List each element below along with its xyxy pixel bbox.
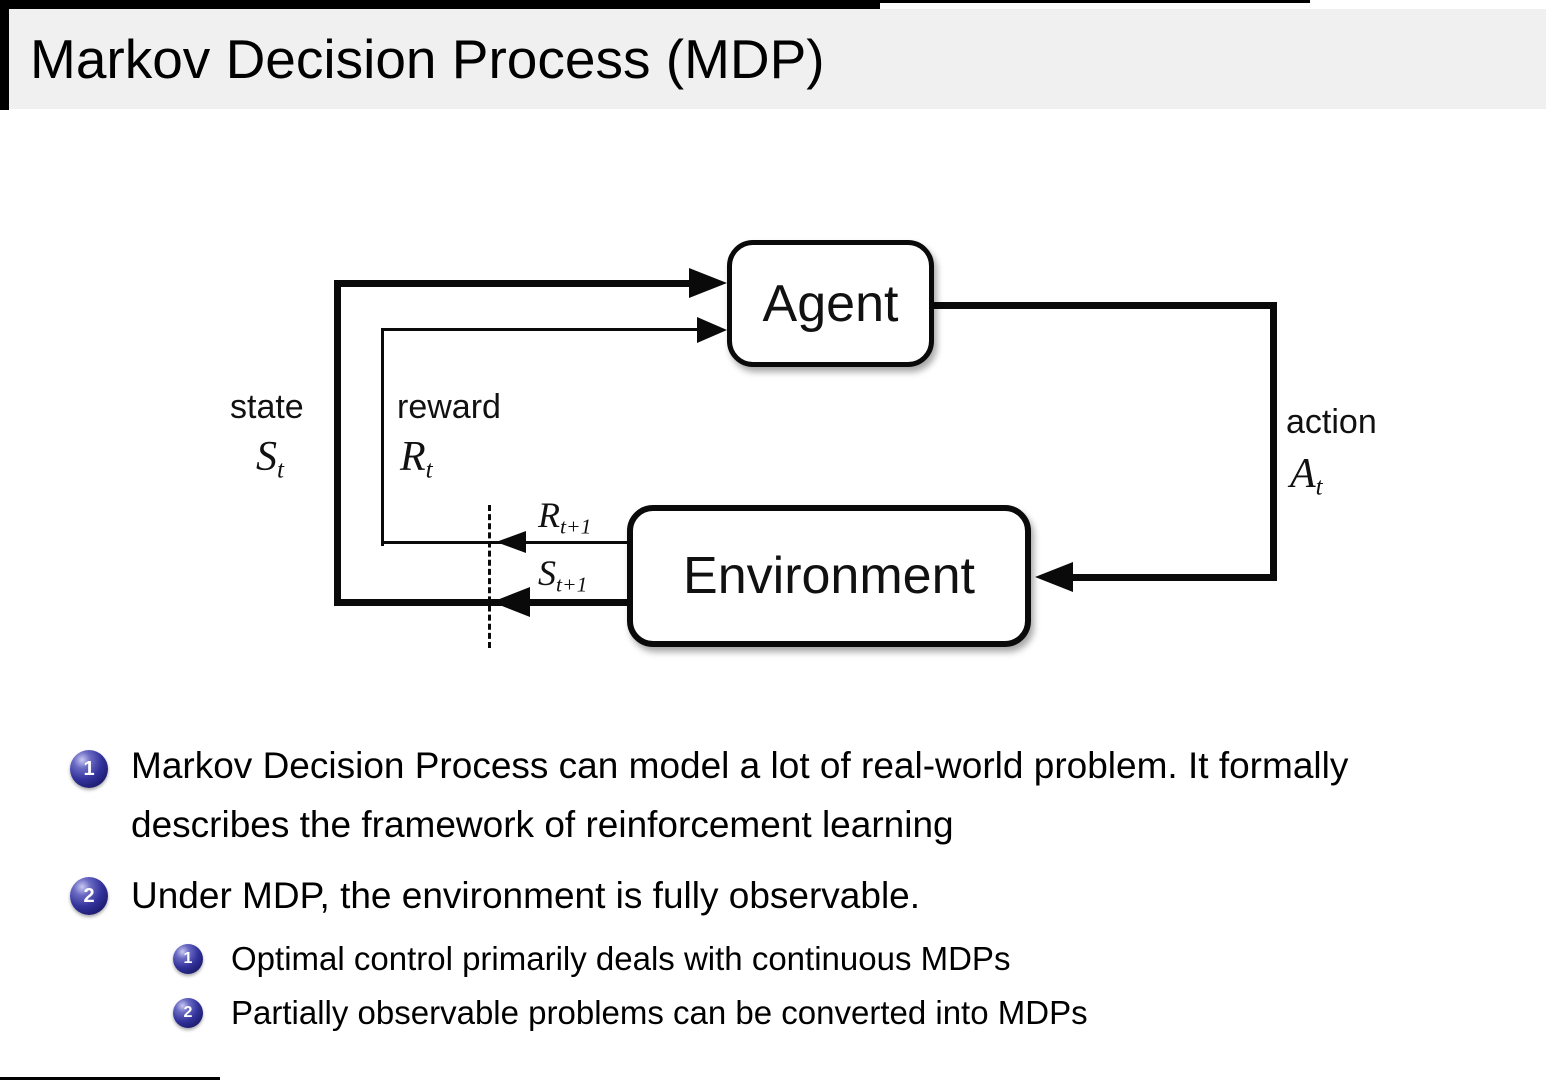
action-line-vertical <box>1270 302 1277 581</box>
bullet-1-ball: 1 <box>70 750 108 788</box>
environment-label: Environment <box>683 547 975 605</box>
state-line-bottom <box>334 599 627 606</box>
action-arrowhead-into-environment-icon <box>1035 562 1073 592</box>
bottom-left-border <box>0 1077 220 1080</box>
left-border <box>0 0 9 110</box>
next-reward-arrowhead-icon <box>496 531 526 553</box>
title-band: Markov Decision Process (MDP) <box>9 9 1546 109</box>
slide-title: Markov Decision Process (MDP) <box>30 28 825 90</box>
reward-symbol-letter: R <box>400 434 426 480</box>
next-reward-symbol-subscript: t+1 <box>560 514 592 539</box>
reward-symbol-subscript: t <box>425 456 433 484</box>
sub-bullet-1-text: Optimal control primarily deals with con… <box>231 940 1011 977</box>
sub-bullet-2-number: 2 <box>183 1004 193 1021</box>
bullet-2-text: Under MDP, the environment is fully obse… <box>131 875 921 916</box>
action-line-bottom <box>1063 574 1277 581</box>
action-label: action <box>1286 403 1377 441</box>
next-reward-symbol: Rt+1 <box>538 494 591 539</box>
action-symbol: At <box>1290 450 1323 502</box>
state-label: state <box>230 388 304 426</box>
timestep-divider-dashed-line <box>488 505 491 648</box>
state-line-vertical <box>334 280 341 606</box>
sub-bullet-2-ball: 2 <box>173 998 203 1028</box>
sub-bullet-1-number: 1 <box>183 950 193 967</box>
reward-symbol: Rt <box>400 433 433 485</box>
bullet-1-number: 1 <box>83 757 95 780</box>
bullet-2-ball: 2 <box>70 877 108 915</box>
state-arrowhead-into-agent-icon <box>689 268 727 298</box>
action-symbol-letter: A <box>1290 451 1316 497</box>
next-state-symbol: St+1 <box>538 552 587 597</box>
sub-bullet-1-ball: 1 <box>173 944 203 974</box>
reward-label: reward <box>397 388 501 426</box>
environment-box: Environment <box>627 505 1031 647</box>
sub-bullet-2-text: Partially observable problems can be con… <box>231 994 1088 1031</box>
state-symbol-subscript: t <box>277 456 284 484</box>
bullet-1-text: Markov Decision Process can model a lot … <box>131 745 1349 845</box>
state-line-top <box>334 280 692 287</box>
reward-line-vertical <box>381 328 384 546</box>
reward-line-top <box>381 328 701 331</box>
top-border-thin <box>880 0 1310 3</box>
action-line-top <box>933 302 1277 309</box>
next-state-symbol-letter: S <box>538 553 556 593</box>
next-state-symbol-subscript: t+1 <box>556 572 588 597</box>
next-reward-symbol-letter: R <box>538 495 560 535</box>
bullet-2-number: 2 <box>83 884 95 907</box>
reward-arrowhead-into-agent-icon <box>697 317 727 343</box>
state-symbol: St <box>256 433 284 485</box>
agent-label: Agent <box>762 274 899 333</box>
action-symbol-subscript: t <box>1315 473 1323 501</box>
next-state-arrowhead-icon <box>492 587 530 617</box>
top-border <box>0 0 880 9</box>
agent-box: Agent <box>727 240 934 367</box>
state-symbol-letter: S <box>256 434 277 480</box>
